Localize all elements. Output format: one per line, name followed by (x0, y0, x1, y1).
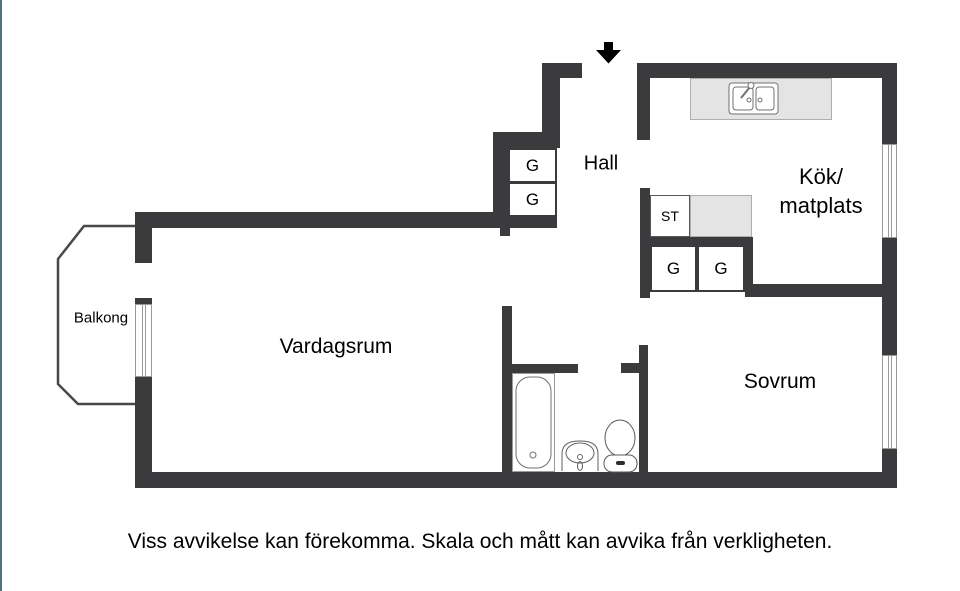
wall-storage-bottom (648, 237, 752, 246)
room-label-balcony: Balkong (73, 309, 129, 327)
closet-label: G (525, 155, 540, 175)
wall-bathroom-top-stub (621, 363, 641, 373)
wall-hall-closet-left (493, 148, 508, 228)
wall-living-top (135, 212, 493, 228)
wall-hall-left-mid (493, 132, 560, 148)
wall-bathroom-top (512, 364, 578, 373)
wall-hall-top-left (542, 63, 582, 78)
balcony-outline (56, 224, 135, 406)
wall-storage-left (640, 188, 650, 298)
room-label-kitchen: Kök/ matplats (779, 162, 862, 220)
storage-box (650, 195, 690, 237)
wall-bedroom-left (639, 345, 648, 472)
room-label-bedroom: Sovrum (743, 370, 817, 393)
page-edge-line (0, 0, 2, 591)
bathroom-sink-icon (561, 440, 599, 471)
wall-left-lower (135, 377, 152, 472)
entrance-arrow-icon (596, 42, 621, 64)
hall-closet-2: G (508, 182, 557, 217)
wall-hall-closet-bottom (508, 217, 557, 228)
kitchen-closet-2: G (697, 245, 745, 292)
kitchen-sink-icon (728, 82, 779, 115)
wall-left-stub (135, 298, 152, 304)
bathtub-enclosure (512, 373, 555, 472)
wall-left-upper (135, 212, 152, 263)
room-label-living: Vardagsrum (279, 335, 393, 358)
wall-bottom (135, 472, 897, 488)
storage-label: ST (661, 208, 679, 224)
hall-closet-1: G (508, 148, 557, 183)
wall-kitchen-top (637, 63, 887, 78)
bathtub-icon (515, 376, 552, 469)
kitchen-label-line1: Kök/ (798, 164, 844, 189)
wall-right-lower (882, 449, 897, 488)
wall-bathroom-left (502, 306, 512, 472)
kitchen-window (882, 144, 897, 238)
wall-kitchen-bedroom-divider (745, 284, 883, 297)
wall-corridor-stub (500, 228, 510, 236)
wall-right-upper (882, 63, 897, 144)
toilet-icon (603, 419, 638, 473)
balcony-window (135, 304, 152, 377)
kitchen-closet-1: G (650, 245, 697, 292)
closet-label: G (666, 258, 681, 278)
disclaimer-text: Viss avvikelse kan förekomma. Skala och … (127, 530, 833, 553)
storage-counter (690, 195, 752, 237)
wall-kitchen-closet-right (745, 237, 753, 285)
kitchen-label-line2: matplats (779, 193, 863, 218)
wall-hall-left-upper (542, 78, 560, 132)
bedroom-window (882, 355, 897, 449)
wall-kitchen-left (637, 78, 650, 140)
closet-label: G (525, 189, 540, 209)
wall-right-mid (882, 238, 897, 355)
closet-label: G (714, 258, 728, 278)
room-label-hall: Hall (583, 152, 619, 175)
